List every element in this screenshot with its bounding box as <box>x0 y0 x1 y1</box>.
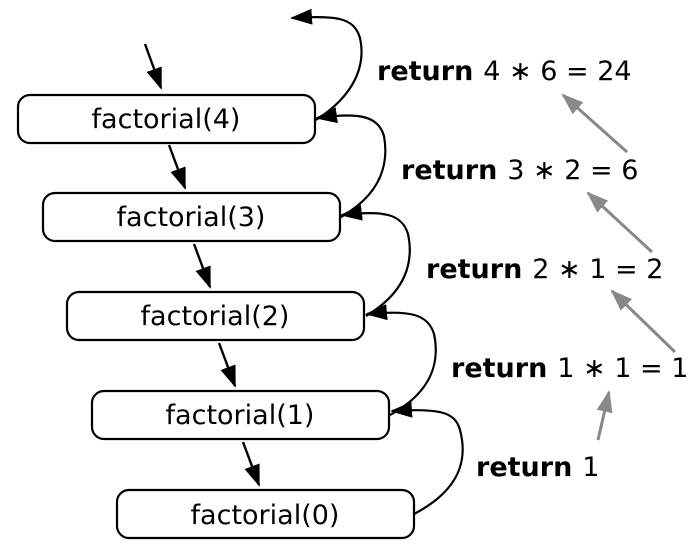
value-arrow-2-to-6 <box>586 191 654 254</box>
return-label-0: return 1 <box>476 452 599 483</box>
call-box-label: factorial(3) <box>117 202 266 233</box>
return-curve-3-to-4 <box>315 107 387 218</box>
value-arrow-1-to-2 <box>610 289 677 354</box>
call-arrow-entry <box>143 43 163 90</box>
return-keyword: return <box>451 353 547 384</box>
return-keyword: return <box>426 254 522 285</box>
call-box-factorial-0: factorial(0) <box>115 488 416 540</box>
return-expr: 2 ∗ 1 = 2 <box>532 254 663 285</box>
return-curve-0-to-1 <box>390 401 464 515</box>
call-box-label: factorial(1) <box>166 400 315 431</box>
call-arrow-4-to-3 <box>167 144 187 190</box>
call-box-label: factorial(4) <box>92 104 241 135</box>
call-arrow-3-to-2 <box>192 243 212 289</box>
return-label-1: return 1 ∗ 1 = 1 <box>451 353 688 384</box>
return-expr: 4 ∗ 6 = 24 <box>483 56 631 87</box>
return-keyword: return <box>377 56 473 87</box>
return-curve-2-to-3 <box>340 204 411 317</box>
call-arrow-1-to-0 <box>241 441 261 487</box>
return-curve-4-out <box>290 8 363 121</box>
return-expr: 3 ∗ 2 = 6 <box>507 155 638 186</box>
value-arrow-1-to-1 <box>596 390 613 441</box>
return-label-3: return 3 ∗ 2 = 6 <box>401 155 638 186</box>
return-label-2: return 2 ∗ 1 = 2 <box>426 254 663 285</box>
return-keyword: return <box>476 452 572 483</box>
return-curve-1-to-2 <box>365 304 437 416</box>
call-box-factorial-4: factorial(4) <box>16 93 317 145</box>
return-label-4: return 4 ∗ 6 = 24 <box>377 56 632 87</box>
return-expr: 1 <box>582 452 599 483</box>
return-expr: 1 ∗ 1 = 1 <box>557 353 688 384</box>
return-keyword: return <box>401 155 497 186</box>
value-arrow-6-to-24 <box>561 93 628 154</box>
call-box-factorial-3: factorial(3) <box>41 191 342 243</box>
call-box-label: factorial(2) <box>141 301 290 332</box>
call-box-factorial-2: factorial(2) <box>65 290 366 342</box>
call-box-factorial-1: factorial(1) <box>90 389 391 441</box>
call-box-label: factorial(0) <box>191 500 340 531</box>
call-arrow-2-to-1 <box>217 342 237 388</box>
